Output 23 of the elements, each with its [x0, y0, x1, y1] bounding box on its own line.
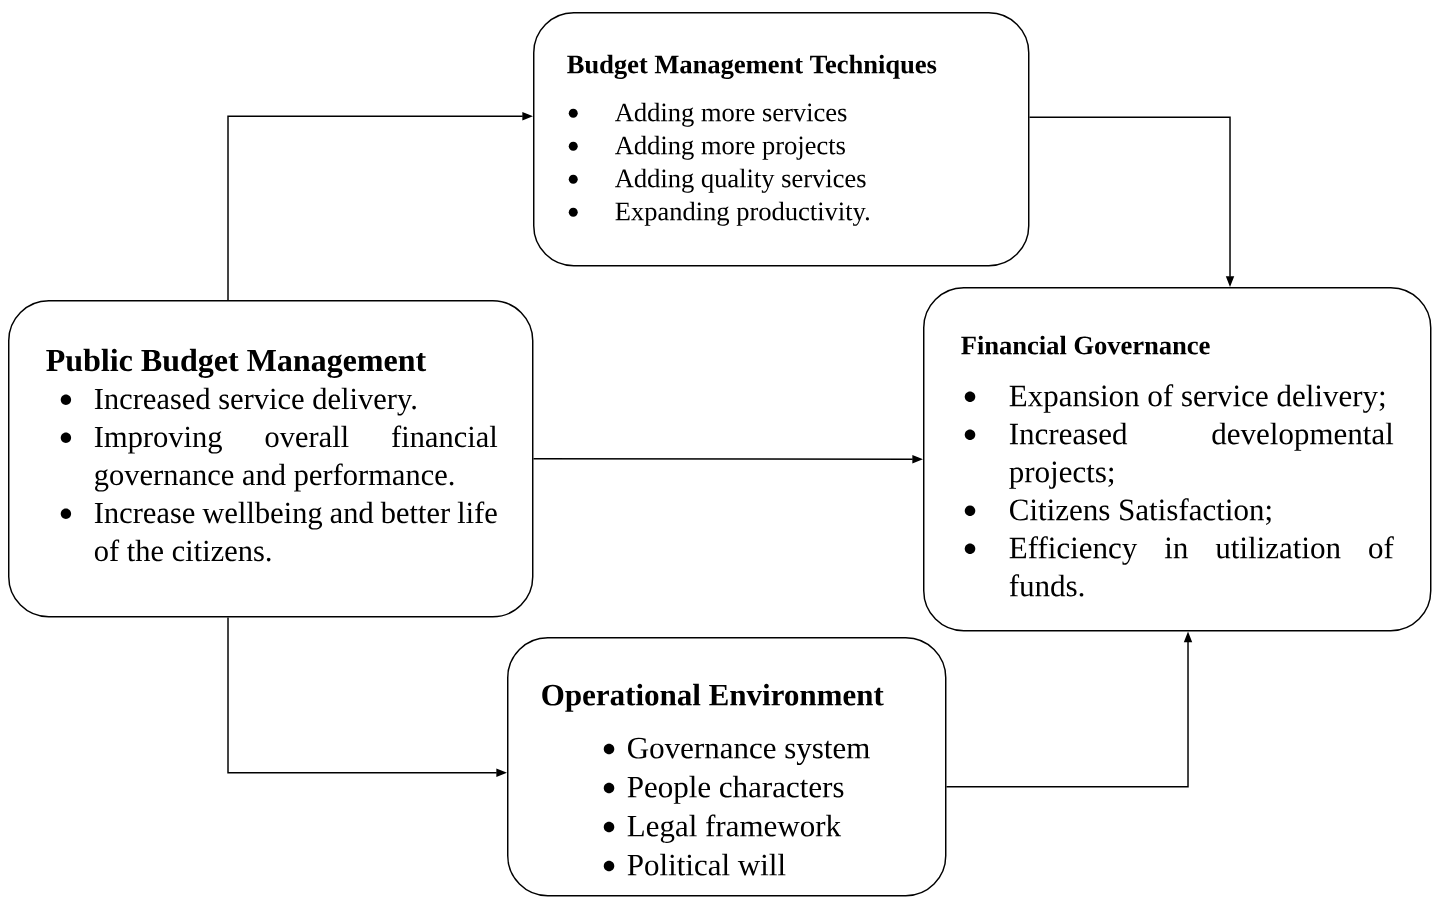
bullet-item: Expanding productivity.: [568, 201, 869, 226]
bullet-item: Legal framework: [603, 814, 842, 843]
bullet-item: Efficiency in utilization of funds.: [964, 536, 1394, 597]
bullet-item: Citizens Satisfaction;: [964, 498, 1271, 525]
bullet-item: Adding quality services: [568, 168, 866, 193]
bullet-item: Adding more services: [568, 102, 847, 127]
rounded-box: [8, 300, 534, 618]
box-heading: Operational Environment: [542, 683, 884, 712]
bullet-item: Increased developmental projects;: [964, 422, 1394, 489]
rounded-box: [507, 637, 947, 897]
box-heading: Budget Management Techniques: [567, 54, 937, 79]
box-heading: Public Budget Management: [46, 348, 427, 378]
bullet-item: People characters: [603, 775, 844, 804]
rounded-box: [533, 12, 1030, 267]
bullet-item: Adding more projects: [568, 135, 845, 160]
bullet-item: Increase wellbeing and better life of the citizens.: [60, 501, 497, 562]
bullet-item: Governance system: [603, 737, 870, 765]
bullet-item: Expansion of service delivery;: [964, 384, 1385, 413]
box-heading: Financial Governance: [961, 335, 1210, 355]
bullet-item: Political will: [603, 853, 786, 876]
rounded-box: [923, 287, 1432, 632]
bullet-item: Improving overall financial governance and performance.: [60, 425, 498, 492]
bullet-item: Increased service delivery.: [60, 387, 416, 416]
